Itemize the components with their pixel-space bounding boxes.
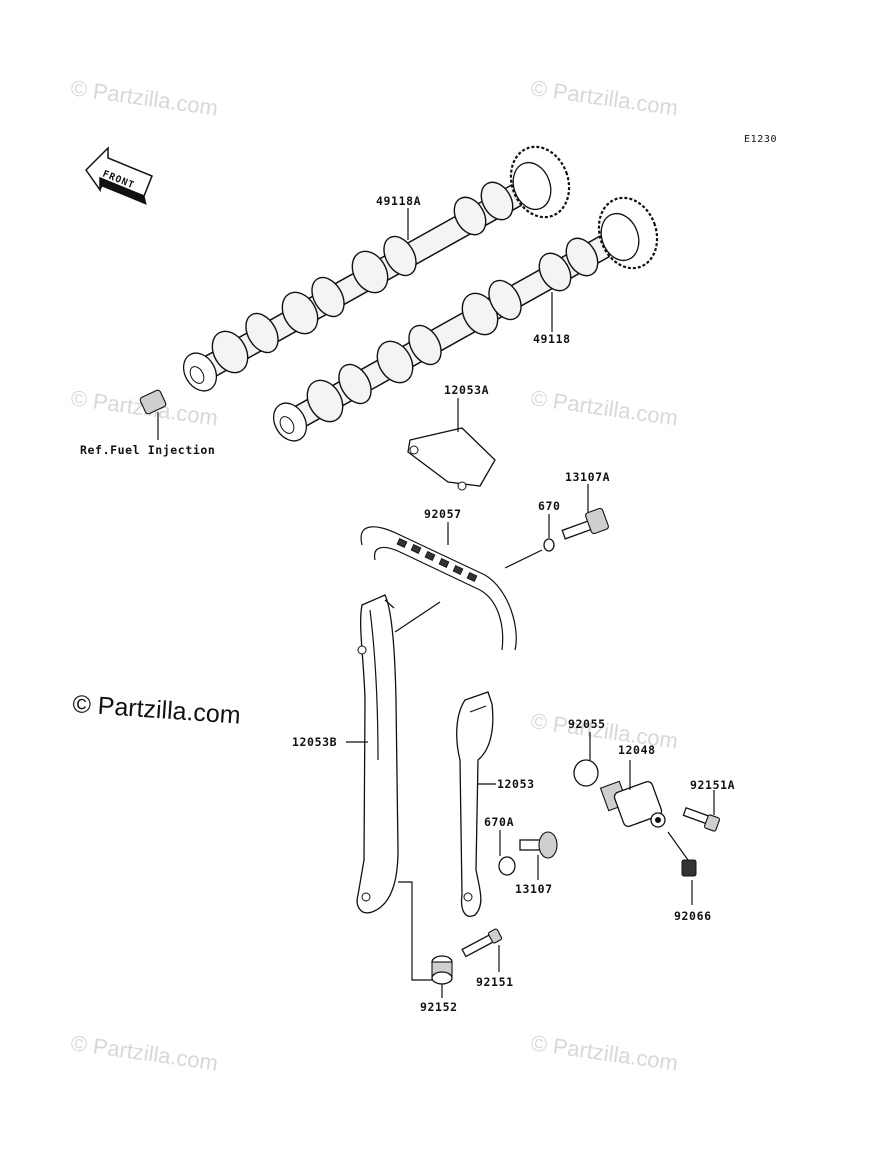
watermark: © Partzilla.com: [529, 75, 679, 120]
label-92151: 92151: [476, 975, 514, 989]
label-12053b: 12053B: [292, 735, 337, 749]
bolt-92151a: [682, 790, 721, 832]
label-13107: 13107: [515, 882, 553, 896]
collar-92152: [398, 881, 453, 998]
label-92057: 92057: [424, 507, 462, 521]
fuel-injection-fitting: [139, 389, 167, 440]
camshaft-49118: [272, 196, 659, 442]
bolt-13107a: [561, 484, 609, 540]
oring-670: [543, 538, 555, 552]
label-92152: 92152: [420, 1000, 458, 1014]
camshaft-49118a: [182, 145, 571, 392]
bolt-92151: [461, 928, 503, 972]
label-92151a: 92151A: [690, 778, 735, 792]
oring-670a: [498, 856, 516, 876]
watermarks: © Partzilla.com © Partzilla.com © Partzi…: [69, 75, 679, 1075]
leader-chain-670: [504, 549, 543, 569]
watermark: © Partzilla.com: [69, 75, 219, 120]
watermark: © Partzilla.com: [529, 385, 679, 430]
label-12053: 12053: [497, 777, 535, 791]
chain-guide-12053b: [346, 594, 441, 914]
cam-chain-92057: [360, 522, 517, 651]
label-12053a: 12053A: [444, 383, 489, 397]
label-92055: 92055: [568, 717, 606, 731]
bolt-92066: [667, 831, 697, 905]
label-92066: 92066: [674, 909, 712, 923]
oring-92055: [573, 759, 599, 787]
bolt-13107: [519, 831, 558, 880]
diagram-code: E1230: [744, 134, 777, 145]
label-13107a: 13107A: [565, 470, 610, 484]
label-49118a: 49118A: [376, 194, 421, 208]
watermark: © Partzilla.com: [529, 1030, 679, 1075]
bracket-12053a: [407, 398, 496, 491]
front-arrow-icon: FRONT: [85, 146, 153, 205]
label-670: 670: [538, 499, 561, 513]
tensioner-12048: [599, 760, 666, 828]
label-ref-fuel-injection: Ref.Fuel Injection: [80, 443, 215, 457]
chain-guide-12053: [456, 691, 496, 917]
label-670a: 670A: [484, 815, 514, 829]
label-12048: 12048: [618, 743, 656, 757]
label-49118: 49118: [533, 332, 571, 346]
watermark-prominent: © Partzilla.com: [72, 690, 242, 730]
watermark: © Partzilla.com: [69, 1030, 219, 1075]
